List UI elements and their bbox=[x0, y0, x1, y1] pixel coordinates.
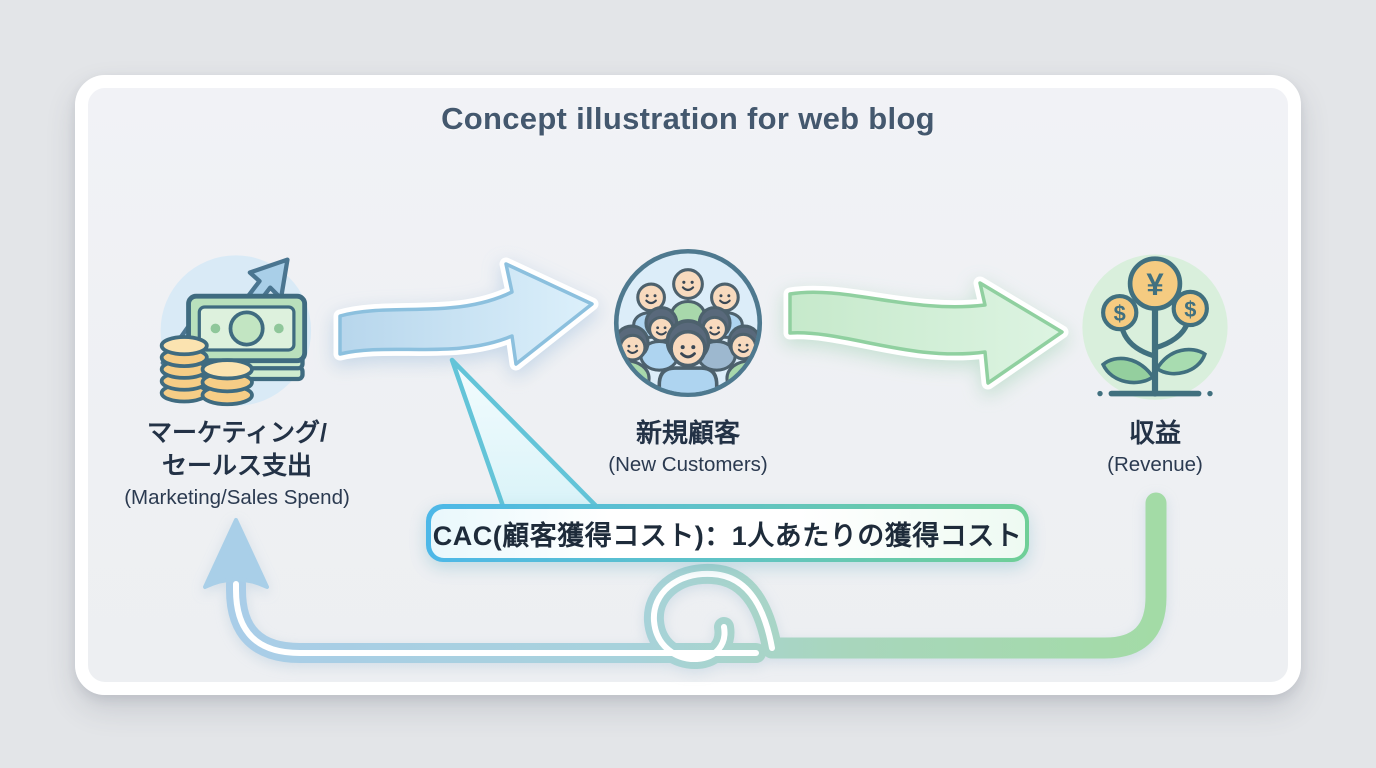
yen-symbol: ¥ bbox=[1146, 267, 1164, 302]
return-loop-left-segment bbox=[226, 574, 766, 663]
money-plant-icon: ¥ $ $ bbox=[1082, 254, 1228, 400]
dollar-symbol: $ bbox=[1184, 297, 1196, 322]
dollar-symbol: $ bbox=[1114, 301, 1126, 326]
return-loop-arrowhead bbox=[203, 518, 269, 589]
cac-callout-text: CAC(顧客獲得コスト)：1人あたりの獲得コスト bbox=[432, 520, 1023, 551]
return-loop-right-segment bbox=[761, 492, 1167, 659]
node-title-line: 収益 bbox=[1128, 418, 1181, 448]
arrow-customers-to-revenue bbox=[783, 276, 1069, 390]
node-label-marketing-sales-spend: マーケティング/ セールス支出 (Marketing/Sales Spend) bbox=[72, 417, 402, 513]
leaf-right bbox=[1154, 347, 1207, 376]
node-title-line: 新規顧客 bbox=[635, 418, 740, 448]
cac-callout: CAC(顧客獲得コスト)：1人あたりの獲得コスト bbox=[426, 504, 1029, 562]
return-loop-arrow bbox=[203, 492, 1167, 669]
node-label-new-customers: 新規顧客 (New Customers) bbox=[563, 417, 813, 480]
node-subtitle: (New Customers) bbox=[608, 453, 768, 476]
coin-yen: ¥ bbox=[1127, 256, 1183, 311]
node-label-revenue: 収益 (Revenue) bbox=[1065, 417, 1245, 480]
cac-callout-body: CAC(顧客獲得コスト)：1人あたりの獲得コスト bbox=[430, 508, 1025, 558]
return-loop-curl-stripe bbox=[650, 570, 775, 663]
customers-group-icon bbox=[613, 248, 763, 398]
coin-dollar-right: $ bbox=[1171, 289, 1209, 328]
node-subtitle: (Marketing/Sales Spend) bbox=[124, 486, 350, 509]
node-title-line: セールス支出 bbox=[161, 452, 312, 480]
node-title-line: マーケティング/ bbox=[147, 419, 327, 447]
node-subtitle: (Revenue) bbox=[1107, 453, 1203, 476]
ground-line bbox=[1097, 390, 1213, 397]
money-growth-icon bbox=[159, 255, 312, 407]
arrow-marketing-to-customers bbox=[333, 257, 599, 371]
coin-stacks bbox=[159, 335, 254, 407]
coin-dollar-left: $ bbox=[1101, 293, 1139, 332]
leaf-left bbox=[1100, 356, 1156, 385]
return-loop-left-stripe bbox=[233, 581, 759, 656]
page-title: Concept illustration for web blog bbox=[441, 101, 935, 136]
